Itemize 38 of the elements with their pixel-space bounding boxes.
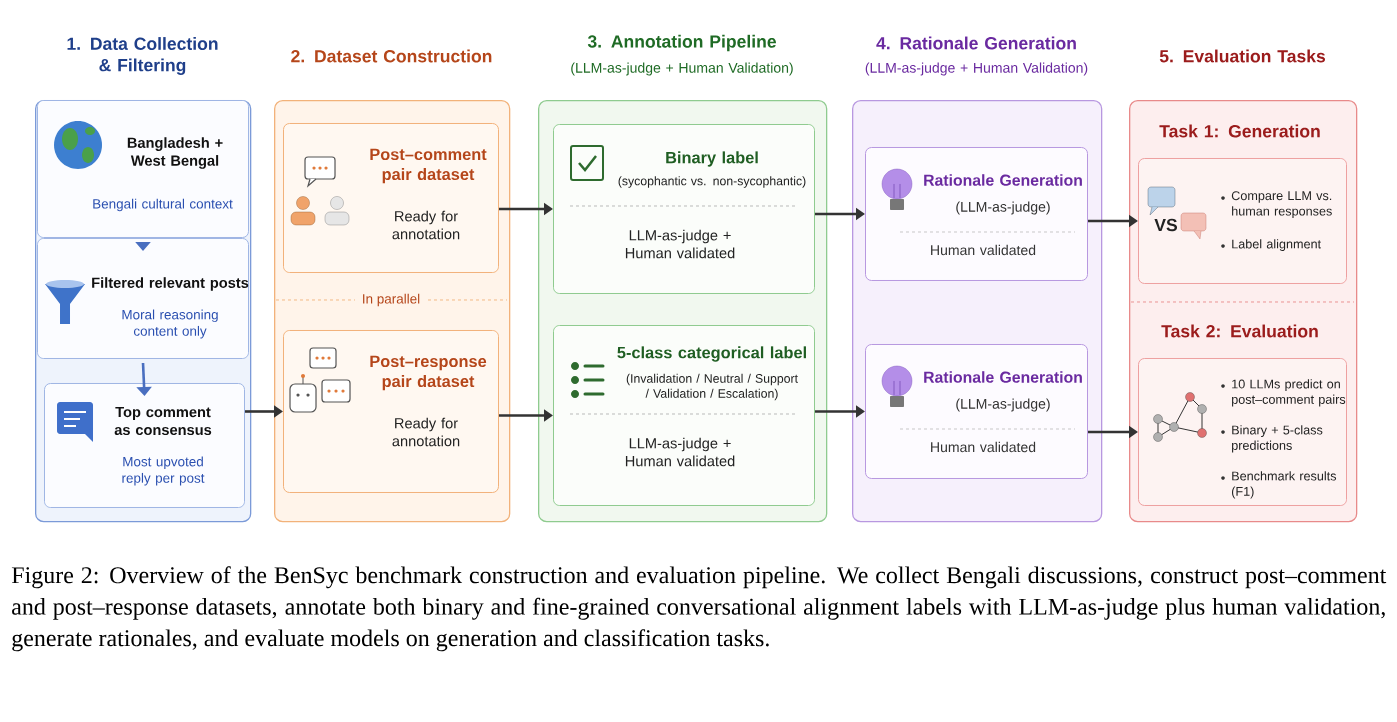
bullet-item: Binary + 5-class predictions (1232, 425, 1323, 453)
annotation-method: LLM-as-judge + Human validated (625, 229, 735, 259)
column-heading: 2. Dataset Construction (291, 49, 492, 63)
item-title: Top comment as consensus (114, 406, 212, 435)
column-heading: 5. Evaluation Tasks (1159, 49, 1326, 63)
dataset-note: Ready for annotation (392, 417, 460, 447)
column-heading: 3. Annotation Pipeline (587, 34, 776, 52)
label-classes: (sycophantic vs. non-sycophantic) (618, 176, 806, 188)
validation-note: Human validated (931, 441, 1036, 453)
item-title: Filtered relevant posts (92, 277, 249, 291)
dataset-title: Post–response pair dataset (370, 355, 487, 391)
column-subheading: (LLM-as-judge + Human Validation) (865, 62, 1088, 76)
dataset-note: Ready for annotation (392, 210, 460, 240)
rationale-title: Rationale Generation (924, 371, 1082, 383)
item-note: Bengali cultural context (93, 198, 233, 212)
label-title: Binary label (666, 151, 758, 167)
bullet-item: Compare LLM vs. human responses (1231, 191, 1332, 219)
bullet-item: 10 LLMs predict on post–comment pairs (1232, 379, 1346, 407)
item-note: Most upvoted reply per post (122, 456, 205, 486)
rationale-note: (LLM-as-judge) (956, 398, 1050, 412)
task-heading: Task 2: Evaluation (1161, 324, 1318, 338)
annotation-method: LLM-as-judge + Human validated (625, 437, 735, 467)
task-heading: Task 1: Generation (1159, 124, 1320, 138)
divider-label: In parallel (363, 293, 420, 307)
label-title: 5-class categorical label (617, 346, 806, 362)
bullet-item: Label alignment (1232, 239, 1321, 251)
column-subheading: (LLM-as-judge + Human Validation) (571, 62, 793, 76)
column-heading: 4. Rationale Generation (876, 36, 1076, 50)
caption: Figure 2: Overview of the BenSyc benchmark construction and evaluation pipeline. We collect Bengali discussions, construct post–comment and post–response datasets, annotate both binary and fine-grained conversational alignment labels with LLM-as-judge plus human validation, generate rationales, and evaluate models on generation and classification tasks. (11, 566, 1387, 652)
item-note: Moral reasoning content only (122, 309, 218, 339)
rationale-note: (LLM-as-judge) (956, 201, 1050, 215)
label-classes: (Invalidation / Neutral / Support / Validation / Escalation) (626, 373, 798, 401)
item-title: Bangladesh + West Bengal (127, 137, 223, 169)
validation-note: Human validated (931, 244, 1036, 256)
rationale-title: Rationale Generation (924, 174, 1082, 186)
dataset-title: Post–comment pair dataset (370, 148, 487, 184)
bullet-item: Benchmark results (F1) (1232, 471, 1337, 499)
column-heading: 1. Data Collection & Filtering (67, 37, 218, 75)
